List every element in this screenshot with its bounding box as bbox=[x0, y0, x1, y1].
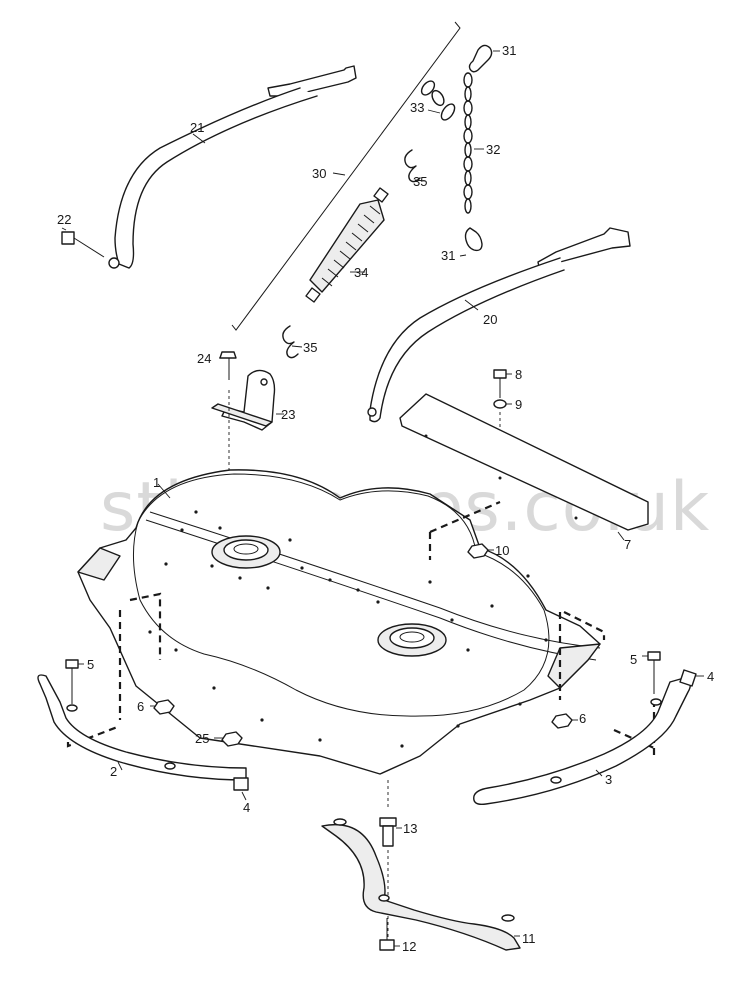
nut-25 bbox=[214, 731, 243, 747]
callout-8: 8 bbox=[515, 367, 522, 382]
bracket-23 bbox=[211, 369, 284, 431]
callout-7: 7 bbox=[624, 537, 631, 552]
nut-6-right bbox=[551, 713, 578, 729]
callout-labels: 1 2 3 4 4 5 5 6 6 7 8 9 10 11 12 13 20 2… bbox=[57, 43, 714, 954]
callout-3: 3 bbox=[605, 772, 612, 787]
callout-25: 25 bbox=[195, 731, 209, 746]
mower-deck-1 bbox=[77, 469, 601, 775]
bolt-8 bbox=[493, 369, 512, 398]
end-cap-4-right bbox=[679, 669, 704, 687]
spring-assembly bbox=[282, 149, 426, 359]
callout-35-lower: 35 bbox=[303, 340, 317, 355]
assembly-bracket-30 bbox=[231, 21, 461, 331]
callout-2: 2 bbox=[110, 764, 117, 779]
callout-21: 21 bbox=[190, 120, 204, 135]
bolt-5-right bbox=[642, 651, 661, 694]
nut-6-left bbox=[150, 699, 175, 715]
spindle-left bbox=[211, 535, 281, 569]
callout-6-right: 6 bbox=[579, 711, 586, 726]
spindle-right bbox=[377, 623, 447, 657]
callout-9: 9 bbox=[515, 397, 522, 412]
callout-31-bottom: 31 bbox=[441, 248, 455, 263]
callout-12: 12 bbox=[402, 939, 416, 954]
lever-21 bbox=[108, 65, 357, 269]
callout-34: 34 bbox=[354, 265, 368, 280]
s-hook-lower bbox=[282, 325, 299, 359]
lever-20 bbox=[367, 227, 631, 423]
callout-4-left: 4 bbox=[243, 800, 250, 815]
nut-10 bbox=[467, 543, 494, 559]
callout-20: 20 bbox=[483, 312, 497, 327]
callout-22: 22 bbox=[57, 212, 71, 227]
callout-23: 23 bbox=[281, 407, 295, 422]
callout-24: 24 bbox=[197, 351, 211, 366]
end-cap-4-left bbox=[233, 777, 249, 801]
spacer-13 bbox=[379, 817, 402, 847]
chain-links-33 bbox=[420, 80, 456, 121]
chain-assembly bbox=[420, 44, 500, 257]
snap-hook-bottom bbox=[464, 227, 483, 252]
bumper-bar-3 bbox=[473, 677, 691, 806]
snap-hook-top bbox=[468, 44, 493, 73]
callout-5-left: 5 bbox=[87, 657, 94, 672]
cover-plate-7 bbox=[399, 393, 649, 541]
bumper-bar-2 bbox=[37, 674, 247, 781]
callout-11: 11 bbox=[522, 931, 536, 946]
deck-holes bbox=[148, 510, 548, 748]
callout-35-upper: 35 bbox=[413, 174, 427, 189]
callout-13: 13 bbox=[403, 821, 417, 836]
chain-links bbox=[463, 72, 473, 214]
callout-30: 30 bbox=[312, 166, 326, 181]
bolt-22 bbox=[61, 227, 105, 258]
callout-32: 32 bbox=[486, 142, 500, 157]
callout-6-left: 6 bbox=[137, 699, 144, 714]
bolt-5-left bbox=[65, 659, 84, 704]
callout-1: 1 bbox=[153, 475, 160, 490]
callout-5-right: 5 bbox=[630, 652, 637, 667]
s-hook-upper bbox=[404, 149, 421, 183]
bolt-12 bbox=[379, 918, 400, 951]
callout-33: 33 bbox=[410, 100, 424, 115]
tension-spring bbox=[305, 187, 389, 303]
callout-31-top: 31 bbox=[502, 43, 516, 58]
collector-arm-11 bbox=[321, 818, 521, 951]
callout-4-right: 4 bbox=[707, 669, 714, 684]
callout-10: 10 bbox=[495, 543, 509, 558]
